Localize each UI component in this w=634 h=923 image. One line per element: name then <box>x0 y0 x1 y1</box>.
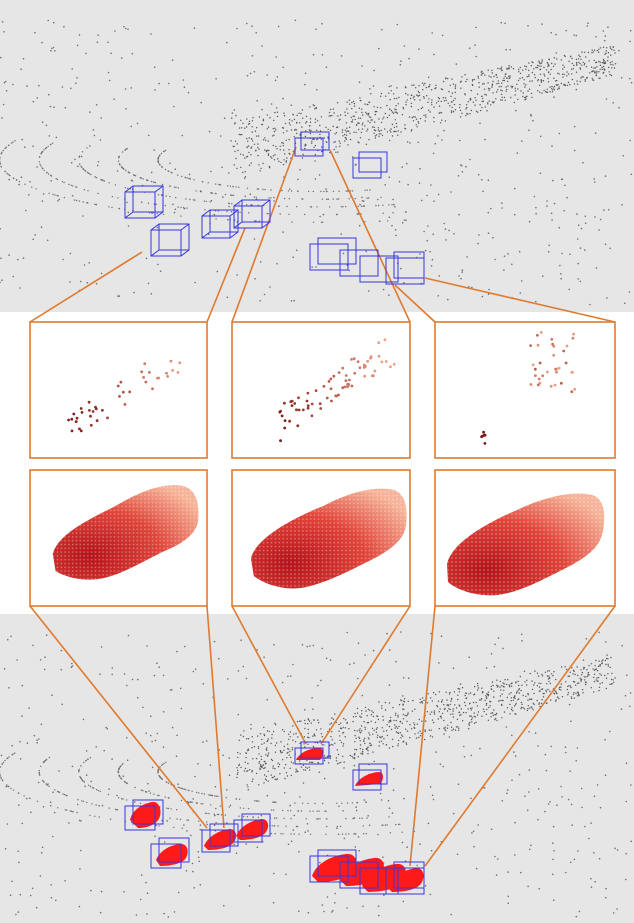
connector-line <box>424 605 616 867</box>
connector-line <box>206 605 225 829</box>
sparse-car-points-left <box>67 359 182 433</box>
completed-panels <box>29 469 616 607</box>
connector-line <box>329 149 411 323</box>
sparse-car-points-right <box>480 331 577 445</box>
top-connectors <box>29 146 616 323</box>
dense-car-shape-left <box>52 485 199 580</box>
connector-line <box>394 284 436 323</box>
dense-car-shape-right <box>447 493 605 596</box>
box-3d <box>124 185 164 219</box>
box-3d <box>294 131 330 157</box>
connector-line <box>409 605 436 867</box>
top-lidar-point-cloud <box>0 19 633 306</box>
box-3d <box>309 237 425 285</box>
completed-car-box <box>352 763 388 791</box>
partial-panel-left <box>29 321 208 459</box>
completed-car-box <box>309 849 425 895</box>
box-3d <box>352 151 388 179</box>
connector-line <box>231 146 297 323</box>
connector-line <box>29 251 143 323</box>
connector-line <box>231 605 307 745</box>
top-scene-boxes <box>124 131 425 285</box>
sparse-car-points-middle <box>278 338 396 443</box>
box-3d <box>150 223 190 257</box>
connector-line <box>424 277 616 323</box>
dense-car-shape-middle <box>250 488 407 589</box>
bottom-scene-boxes <box>124 741 425 895</box>
completed-car-box <box>294 741 330 765</box>
partial-panel-middle <box>231 321 411 459</box>
completed-car-box <box>124 799 164 831</box>
box-3d <box>233 199 271 229</box>
connector-line <box>29 605 208 829</box>
connector-line <box>320 605 411 745</box>
completed-car-box <box>201 823 239 853</box>
completed-car-box <box>150 837 190 869</box>
partial-panels <box>29 321 616 459</box>
partial-panel-right <box>434 321 616 459</box>
bottom-connectors <box>29 605 616 867</box>
completed-car-box <box>233 813 271 843</box>
connector-line <box>206 227 246 323</box>
